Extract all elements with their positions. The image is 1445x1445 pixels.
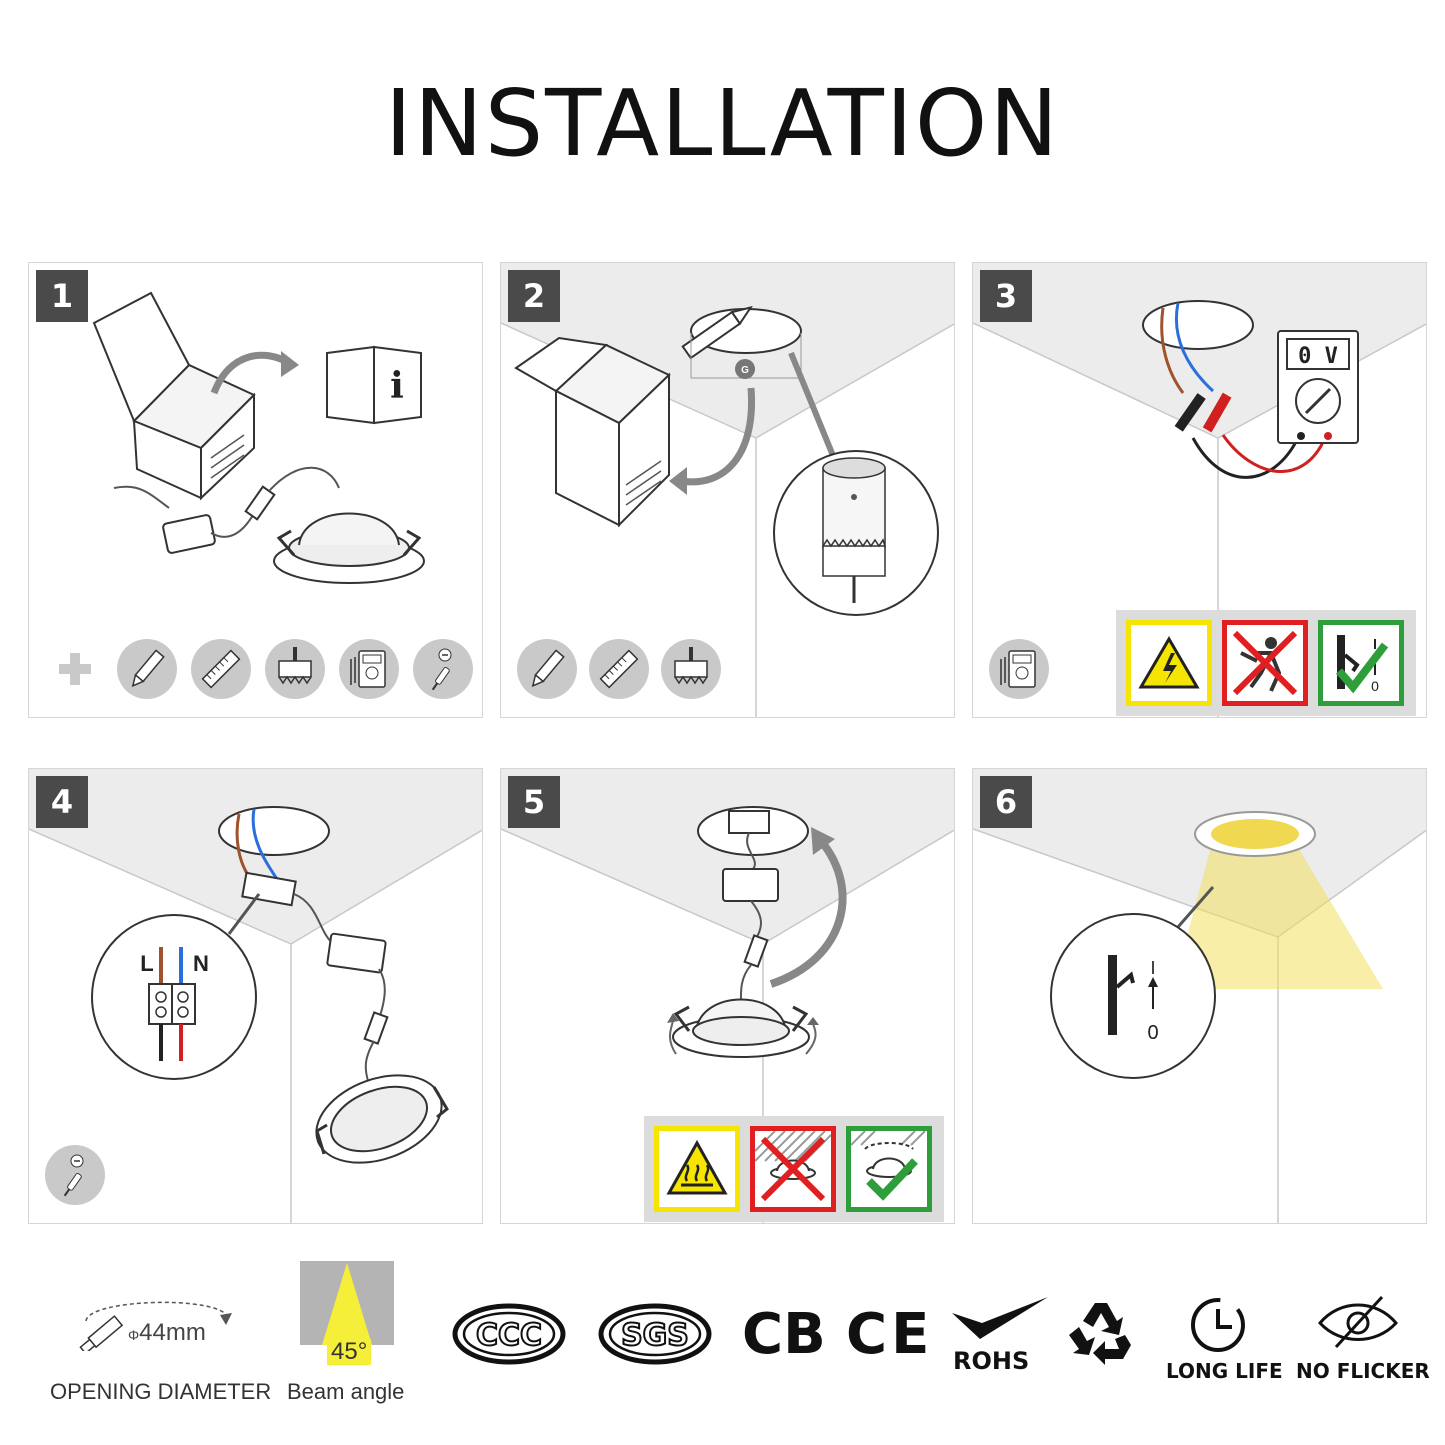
- electrical-hazard-icon: [1126, 620, 1212, 706]
- opening-diameter-label: OPENING DIAMETER: [50, 1379, 272, 1404]
- step-number: 2: [508, 270, 560, 322]
- insert-lamp-illustration: [501, 769, 954, 1223]
- pencil-icon: [117, 639, 177, 699]
- mark-label: G: [741, 365, 749, 376]
- required-tools: [29, 1145, 482, 1209]
- switch-off-label: 0: [1147, 1022, 1158, 1044]
- step-number: 5: [508, 776, 560, 828]
- hot-surface-icon: [654, 1126, 740, 1212]
- mark-and-cut-hole-illustration: G: [501, 263, 954, 717]
- do-not-touch-live-icon: [1222, 620, 1308, 706]
- sgs-certification-icon: SGS: [598, 1303, 712, 1365]
- meter-reading: 0 V: [1298, 344, 1338, 369]
- beam-angle-icon: [300, 1261, 394, 1345]
- step-5-panel: 5: [500, 768, 955, 1224]
- step-number: 3: [980, 270, 1032, 322]
- recycle-icon: [1069, 1303, 1131, 1365]
- svg-text:i: i: [390, 365, 404, 407]
- lamp-clearance-ok-icon: [846, 1126, 932, 1212]
- multimeter-icon: [989, 639, 1049, 699]
- switch-on-illustration: I 0: [973, 769, 1426, 1223]
- ccc-label: CCC: [476, 1318, 542, 1353]
- ce-certification-label: CE: [846, 1302, 934, 1367]
- required-tools: [973, 639, 1426, 703]
- long-life-label: LONG LIFE: [1166, 1359, 1283, 1383]
- covered-lamp-prohibited-icon: [750, 1126, 836, 1212]
- step-6-panel: 6 I 0: [972, 768, 1427, 1224]
- voltage-test-illustration: 0 V: [973, 263, 1426, 717]
- neutral-wire-label: N: [193, 951, 209, 976]
- eye-off-icon: [1318, 1295, 1398, 1349]
- unpack-box-illustration: i: [92, 291, 425, 584]
- screwdriver-icon: [413, 639, 473, 699]
- hole-saw-icon: [661, 639, 721, 699]
- hole-saw-icon: [79, 1301, 232, 1351]
- sgs-label: SGS: [621, 1318, 689, 1353]
- step-number: 1: [36, 270, 88, 322]
- ruler-icon: [589, 639, 649, 699]
- switch-off-label: 0: [1371, 678, 1379, 694]
- wire-connection-illustration: L N: [29, 769, 482, 1223]
- step-number: 4: [36, 776, 88, 828]
- heat-warning-signs: [644, 1116, 944, 1222]
- specs-and-certifications: Φ44mm OPENING DIAMETER 45° Beam angle CC…: [0, 1255, 1445, 1445]
- plus-icon: [59, 653, 91, 685]
- required-tools: [29, 639, 482, 703]
- safety-signs: 0: [1116, 610, 1416, 716]
- cb-certification-label: CB: [742, 1302, 826, 1367]
- live-wire-label: L: [140, 951, 153, 976]
- step-number: 6: [980, 776, 1032, 828]
- step-3-panel: 3 0 V 0: [972, 262, 1427, 718]
- step-1-panel: 1 i: [28, 262, 483, 718]
- switch-off-icon: 0: [1318, 620, 1404, 706]
- beam-angle-value: 45°: [327, 1339, 372, 1365]
- no-flicker-label: NO FLICKER: [1296, 1359, 1430, 1383]
- required-tools: [501, 639, 954, 703]
- opening-diameter-value: 44mm: [139, 1319, 206, 1346]
- pencil-icon: [517, 639, 577, 699]
- screwdriver-icon: [45, 1145, 105, 1205]
- ccc-certification-icon: CCC: [452, 1303, 566, 1365]
- ruler-icon: [191, 639, 251, 699]
- rohs-check-icon: [952, 1297, 1048, 1339]
- page-title: INSTALLATION: [384, 70, 1061, 177]
- hole-saw-icon: [265, 639, 325, 699]
- step-4-panel: 4 L N: [28, 768, 483, 1224]
- clock-icon: [1191, 1298, 1245, 1352]
- switch-on-label: I: [1150, 958, 1155, 978]
- multimeter-icon: [339, 639, 399, 699]
- rohs-label: ROHS: [953, 1347, 1030, 1375]
- diameter-symbol: Φ: [128, 1327, 140, 1343]
- step-2-panel: 2 G: [500, 262, 955, 718]
- beam-angle-label: Beam angle: [287, 1379, 405, 1404]
